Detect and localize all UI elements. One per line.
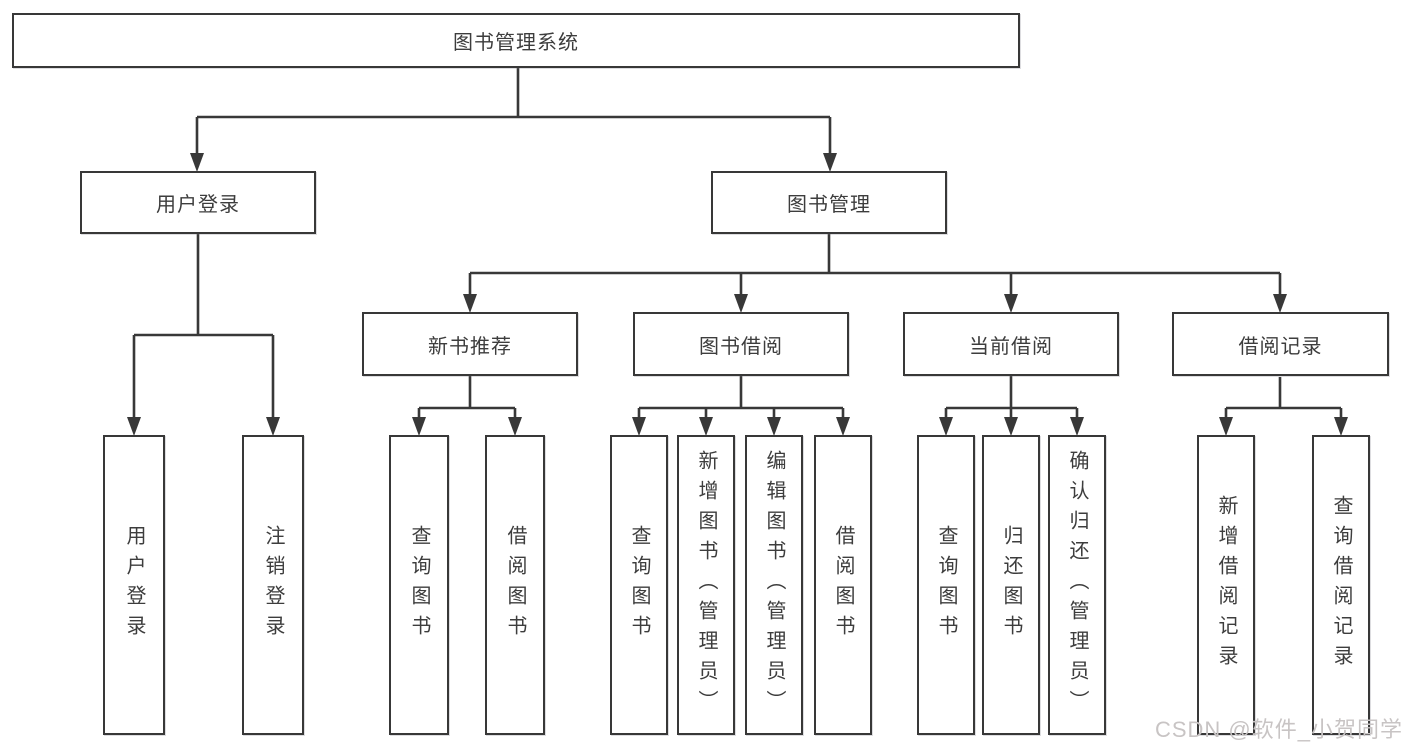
leaf-add-books-admin: 新增图书（管理员）: [677, 435, 735, 735]
node-label: 用户登录: [123, 525, 145, 645]
node-user-login: 用户登录: [80, 171, 316, 234]
leaf-borrow-books-recommend: 借阅图书: [485, 435, 545, 735]
node-label: 新增借阅记录: [1215, 495, 1237, 675]
leaf-query-borrow-record: 查询借阅记录: [1312, 435, 1370, 735]
node-label: 查询借阅记录: [1330, 495, 1352, 675]
node-library-management-system: 图书管理系统: [12, 13, 1020, 68]
node-label: 新增图书（管理员）: [695, 450, 717, 720]
leaf-query-books-current: 查询图书: [917, 435, 975, 735]
node-label: 借阅图书: [504, 525, 526, 645]
node-new-book-recommend: 新书推荐: [362, 312, 578, 376]
node-label: 归还图书: [1000, 525, 1022, 645]
node-label: 图书借阅: [699, 335, 783, 358]
node-borrow-records: 借阅记录: [1172, 312, 1389, 376]
leaf-return-books: 归还图书: [982, 435, 1040, 735]
leaf-confirm-return-admin: 确认归还（管理员）: [1048, 435, 1106, 735]
leaf-edit-books-admin: 编辑图书（管理员）: [745, 435, 803, 735]
node-label: 图书管理系统: [453, 32, 579, 54]
node-current-borrow: 当前借阅: [903, 312, 1119, 376]
node-label: 查询图书: [935, 525, 957, 645]
leaf-query-books-borrow: 查询图书: [610, 435, 668, 735]
node-book-borrow: 图书借阅: [633, 312, 849, 376]
csdn-watermark: CSDN @软件_小贺同学: [1154, 717, 1403, 742]
node-label: 图书管理: [787, 194, 871, 216]
node-label: 查询图书: [628, 525, 650, 645]
leaf-query-books-recommend: 查询图书: [389, 435, 449, 735]
node-label: 查询图书: [408, 525, 430, 645]
node-label: 注销登录: [262, 525, 284, 645]
node-label: 确认归还（管理员）: [1066, 450, 1088, 720]
node-book-management: 图书管理: [711, 171, 947, 234]
node-label: 借阅图书: [832, 525, 854, 645]
node-label: 借阅记录: [1238, 335, 1323, 358]
leaf-add-borrow-record: 新增借阅记录: [1197, 435, 1255, 735]
leaf-logout: 注销登录: [242, 435, 304, 735]
node-label: 当前借阅: [969, 335, 1053, 358]
leaf-user-login: 用户登录: [103, 435, 165, 735]
leaf-borrow-books: 借阅图书: [814, 435, 872, 735]
node-label: 用户登录: [156, 194, 240, 216]
node-label: 新书推荐: [428, 335, 512, 358]
node-label: 编辑图书（管理员）: [763, 450, 785, 720]
